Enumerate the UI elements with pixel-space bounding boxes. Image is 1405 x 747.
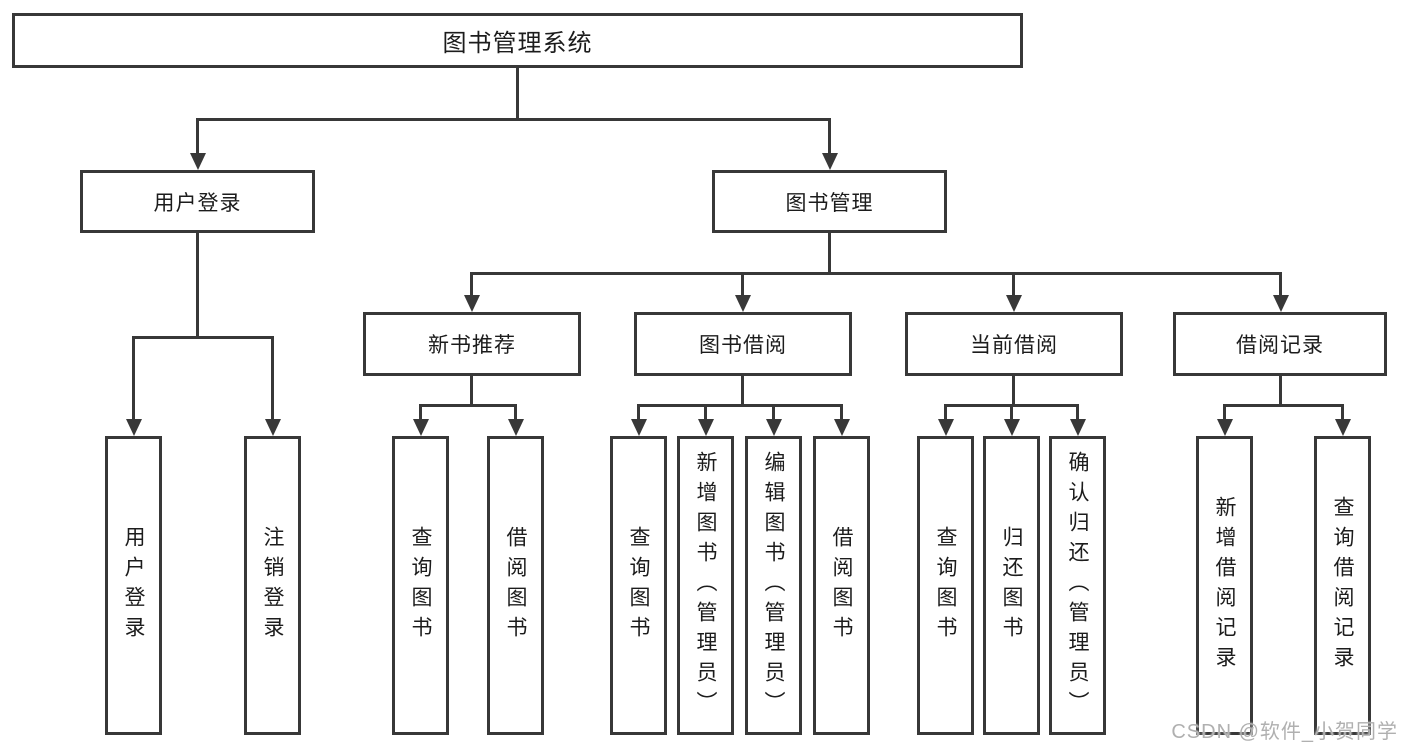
connector-line [741, 272, 744, 296]
node-label: 借阅记录 [1236, 334, 1324, 357]
connector-line [196, 118, 199, 153]
connector-line [470, 272, 473, 296]
connector-arrowhead [1335, 419, 1351, 436]
node-label: 注销登录 [261, 525, 284, 646]
node-label: 查询图书 [409, 525, 432, 646]
connector-line [637, 404, 640, 421]
connector-arrowhead [698, 419, 714, 436]
connector-arrowhead [822, 153, 838, 170]
connector-arrowhead [1273, 295, 1289, 312]
connector-line [637, 404, 843, 407]
connector-arrowhead [766, 419, 782, 436]
connector-line [132, 336, 274, 339]
connector-arrowhead [190, 153, 206, 170]
node-leaf-add-books-admin: 新增图书（管理员） [677, 436, 734, 735]
node-current-borrowing: 当前借阅 [905, 312, 1123, 376]
node-label: 图书管理 [785, 191, 874, 215]
node-label: 借阅图书 [830, 525, 853, 646]
connector-line [419, 404, 422, 421]
connector-line [840, 404, 843, 421]
node-leaf-logout: 注销登录 [244, 436, 301, 735]
connector-arrowhead [126, 419, 142, 436]
connector-arrowhead [1070, 419, 1086, 436]
node-leaf-query-borrow-record: 查询借阅记录 [1314, 436, 1371, 735]
node-label: 查询借阅记录 [1331, 495, 1354, 676]
connector-line [419, 404, 517, 407]
connector-arrowhead [631, 419, 647, 436]
connector-line [271, 336, 274, 420]
connector-arrowhead [413, 419, 429, 436]
connector-arrowhead [464, 295, 480, 312]
connector-line [828, 118, 831, 153]
node-borrowing-records: 借阅记录 [1173, 312, 1387, 376]
connector-line [828, 233, 831, 275]
node-label: 新书推荐 [428, 334, 516, 357]
connector-line [1223, 404, 1344, 407]
node-leaf-borrow-books: 借阅图书 [813, 436, 870, 735]
node-label: 新增图书（管理员） [694, 450, 717, 721]
node-new-book-recommendation: 新书推荐 [363, 312, 581, 376]
node-leaf-edit-books-admin: 编辑图书（管理员） [745, 436, 802, 735]
node-book-borrowing: 图书借阅 [634, 312, 852, 376]
connector-line [514, 404, 517, 421]
connector-line [704, 404, 707, 421]
connector-line [470, 272, 1282, 275]
node-label: 当前借阅 [970, 334, 1058, 357]
connector-arrowhead [1004, 419, 1020, 436]
connector-line [1279, 376, 1282, 407]
connector-line [196, 118, 831, 121]
connector-line [132, 336, 135, 420]
connector-line [196, 233, 199, 339]
node-label: 借阅图书 [504, 525, 527, 646]
node-user-login: 用户登录 [80, 170, 315, 233]
node-label: 编辑图书（管理员） [762, 450, 785, 721]
connector-arrowhead [1006, 295, 1022, 312]
node-label: 查询图书 [934, 525, 957, 646]
node-label: 用户登录 [153, 191, 242, 215]
node-label: 确认归还（管理员） [1066, 450, 1089, 721]
connector-line [1012, 376, 1015, 407]
connector-arrowhead [508, 419, 524, 436]
connector-line [944, 404, 947, 421]
node-leaf-borrow-books-newbook: 借阅图书 [487, 436, 544, 735]
connector-line [1279, 272, 1282, 296]
connector-arrowhead [834, 419, 850, 436]
node-label: 新增借阅记录 [1213, 495, 1236, 676]
node-label: 归还图书 [1000, 525, 1023, 646]
connector-arrowhead [938, 419, 954, 436]
connector-arrowhead [1217, 419, 1233, 436]
node-leaf-add-borrow-record: 新增借阅记录 [1196, 436, 1253, 735]
connector-line [516, 68, 519, 119]
connector-arrowhead [735, 295, 751, 312]
connector-line [1012, 272, 1015, 296]
connector-line [741, 376, 744, 407]
connector-line [1341, 404, 1344, 421]
connector-line [470, 376, 473, 407]
node-root: 图书管理系统 [12, 13, 1023, 68]
connector-line [772, 404, 775, 421]
connector-line [1076, 404, 1079, 421]
node-label: 查询图书 [627, 525, 650, 646]
connector-arrowhead [265, 419, 281, 436]
node-book-management: 图书管理 [712, 170, 947, 233]
node-label: 图书管理系统 [442, 30, 593, 57]
node-leaf-return-books: 归还图书 [983, 436, 1040, 735]
node-leaf-confirm-return-admin: 确认归还（管理员） [1049, 436, 1106, 735]
node-leaf-query-books-borrow: 查询图书 [610, 436, 667, 735]
node-label: 图书借阅 [699, 334, 787, 357]
connector-line [1223, 404, 1226, 421]
node-label: 用户登录 [122, 525, 145, 646]
node-leaf-user-login: 用户登录 [105, 436, 162, 735]
connector-line [1010, 404, 1013, 421]
node-leaf-query-books-newbook: 查询图书 [392, 436, 449, 735]
node-leaf-query-books-current: 查询图书 [917, 436, 974, 735]
